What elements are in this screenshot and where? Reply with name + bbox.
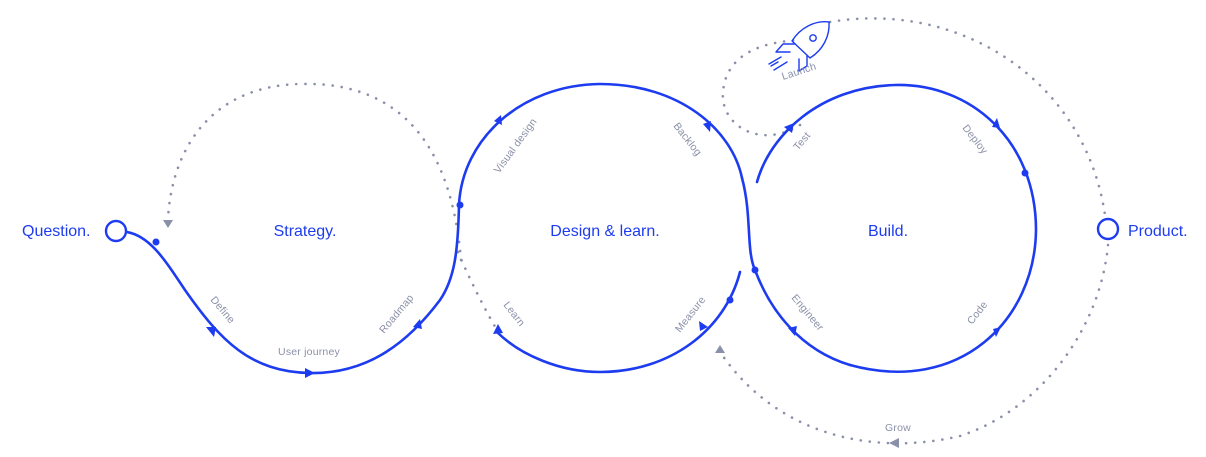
engineer-arrow — [788, 326, 797, 336]
backlog-arrow — [703, 121, 711, 132]
roadmap-arrow — [413, 319, 422, 329]
product-node[interactable] — [1096, 217, 1120, 241]
measure-knot — [726, 296, 734, 304]
step-user-journey: User journey — [278, 346, 340, 358]
step-visual-design: Visual design — [492, 116, 540, 176]
visual-design-knot — [456, 201, 464, 209]
step-roadmap: Roadmap — [377, 292, 416, 336]
step-backlog: Backlog — [671, 120, 704, 158]
step-define: Define — [208, 294, 237, 326]
strategy-feedback-arrow — [163, 220, 173, 228]
step-grow: Grow — [885, 422, 911, 434]
grow-arrow — [889, 438, 899, 448]
learn-feedback-dotted-path — [456, 250, 499, 332]
visual-design-arrow — [494, 115, 502, 125]
build-loop-path — [755, 83, 1038, 373]
deploy-arrow — [992, 118, 1000, 128]
design-bottom-path — [495, 270, 742, 374]
code-arrow — [993, 327, 1001, 337]
design-learn-title: Design & learn. — [550, 223, 659, 240]
define-knot — [152, 238, 160, 246]
build-title: Build. — [868, 223, 908, 240]
grow-dotted-path — [718, 243, 1110, 445]
measure-arrow — [699, 321, 708, 331]
launch-dotted-path — [721, 38, 802, 137]
step-deploy: Deploy — [960, 122, 991, 157]
design-to-build-path — [740, 176, 852, 367]
question-node[interactable] — [104, 219, 128, 243]
measure-feedback-arrow — [715, 345, 725, 353]
define-arrow — [206, 327, 216, 337]
deploy-knot — [1021, 169, 1029, 177]
strategy-title: Strategy. — [274, 223, 337, 240]
step-code: Code — [965, 299, 990, 327]
product-outer-dotted-path — [828, 17, 1107, 217]
engineer-knot — [751, 266, 759, 274]
rocket-icon — [768, 21, 830, 72]
product-label: Product. — [1128, 223, 1188, 240]
step-test: Test — [791, 130, 813, 153]
test-arrow — [784, 123, 794, 133]
user-journey-arrow — [305, 368, 315, 378]
design-top-path — [457, 82, 744, 207]
step-learn: Learn — [501, 299, 528, 328]
question-label: Question. — [22, 223, 90, 240]
learn-arrow — [493, 324, 503, 334]
